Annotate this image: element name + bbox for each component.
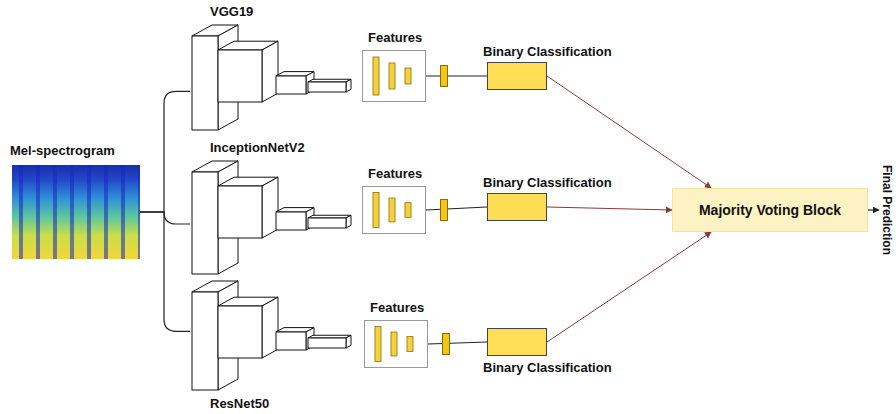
node-label: Binary Classification xyxy=(483,175,612,191)
connector-line xyxy=(428,342,487,344)
cnn-backbone: ResNet50 xyxy=(190,280,365,412)
connector-line xyxy=(140,91,190,212)
spectrogram-input: Mel-spectrogram xyxy=(10,143,144,261)
cuboid-front xyxy=(308,338,346,348)
feature-bars xyxy=(365,321,427,367)
cnn-drawing xyxy=(190,280,365,394)
cuboid-side xyxy=(346,335,351,348)
cuboid-front xyxy=(218,50,262,102)
spectrogram-image xyxy=(12,165,140,259)
feature-bar xyxy=(373,57,379,95)
cuboid-front xyxy=(218,186,262,238)
cuboid-front xyxy=(308,218,346,228)
feature-box: Features xyxy=(362,300,454,368)
cuboid-front xyxy=(276,76,306,94)
node-label: ResNet50 xyxy=(210,396,269,412)
node-label: VGG19 xyxy=(210,4,253,20)
cnn-drawing xyxy=(190,22,365,134)
feature-bar xyxy=(375,327,381,362)
cuboid-front xyxy=(218,306,262,358)
feature-bar xyxy=(407,337,413,352)
cnn-blocks xyxy=(192,25,351,130)
cnn-blocks xyxy=(192,161,351,274)
cnn-backbone: InceptionNetV2 xyxy=(190,140,365,278)
output-arrow xyxy=(868,209,879,210)
cnn-drawing xyxy=(190,158,365,278)
feature-bar xyxy=(373,193,379,228)
flow-arrow xyxy=(547,76,711,188)
classifier-shape xyxy=(487,328,547,356)
output-label: Final Prediction xyxy=(880,165,894,255)
cuboid-front xyxy=(276,212,306,230)
feature-bar xyxy=(405,203,411,218)
connector-line xyxy=(140,212,190,331)
cnn-blocks xyxy=(192,281,351,390)
cuboid-front xyxy=(308,82,346,92)
feature-bars xyxy=(363,187,425,233)
node-label: Features xyxy=(370,300,424,316)
cuboid-front xyxy=(192,292,218,390)
classifier-box: Binary Classification xyxy=(482,326,632,376)
classifier-box: Binary Classification xyxy=(482,175,632,221)
voting-box: Majority Voting Block xyxy=(672,188,868,232)
flow-arrow xyxy=(547,232,711,342)
classifier-shape xyxy=(487,62,547,90)
feature-vector xyxy=(442,333,450,355)
connector-line xyxy=(140,212,190,224)
classifier-box: Binary Classification xyxy=(482,44,632,92)
node-label: Majority Voting Block xyxy=(699,202,841,218)
connector-line xyxy=(426,207,487,210)
feature-bars xyxy=(363,51,425,101)
connector-line xyxy=(426,75,487,76)
feature-frame xyxy=(362,50,426,102)
node-label: InceptionNetV2 xyxy=(210,140,305,156)
node-label: Mel-spectrogram xyxy=(10,143,115,159)
feature-bar xyxy=(405,68,411,84)
feature-bar xyxy=(391,332,397,356)
feature-box: Features xyxy=(360,30,452,102)
cuboid-front xyxy=(192,36,218,130)
cuboid-side xyxy=(346,215,351,228)
cnn-backbone: VGG19 xyxy=(190,4,365,134)
feature-frame xyxy=(362,186,426,234)
feature-vector xyxy=(440,199,448,221)
feature-vector xyxy=(440,65,448,87)
node-label: Binary Classification xyxy=(483,360,612,376)
feature-frame xyxy=(364,320,428,368)
cuboid-front xyxy=(192,172,218,274)
cuboid-front xyxy=(276,332,306,350)
node-label: Features xyxy=(368,166,422,182)
feature-bar xyxy=(389,198,395,222)
flow-arrow xyxy=(547,207,672,210)
feature-bar xyxy=(389,63,395,89)
node-label: Features xyxy=(368,30,422,46)
node-label: Binary Classification xyxy=(483,44,612,60)
cuboid-side xyxy=(346,79,351,92)
feature-box: Features xyxy=(360,166,452,234)
classifier-shape xyxy=(487,193,547,221)
